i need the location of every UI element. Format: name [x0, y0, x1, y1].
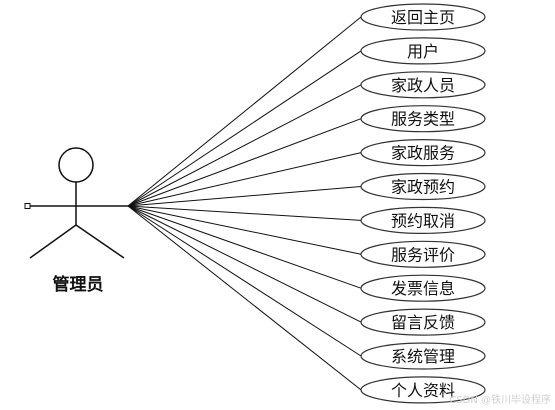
- association-line: [127, 205, 362, 255]
- use-case-list: 返回主页用户家政人员服务类型家政服务家政预约预约取消服务评价发票信息留言反馈系统…: [360, 3, 486, 404]
- use-case-ellipse: [360, 71, 486, 99]
- actor-admin: 管理员: [24, 147, 128, 295]
- use-case-ellipse: [360, 37, 486, 65]
- association-line: [127, 205, 362, 357]
- use-case-ellipse: [360, 376, 486, 404]
- use-case-ellipse: [360, 139, 486, 167]
- use-case-label: 返回主页: [391, 8, 455, 27]
- use-case-label: 服务评价: [391, 245, 455, 264]
- use-case-node: 返回主页: [360, 3, 486, 31]
- use-case-node: 用户: [360, 37, 486, 65]
- use-case-node: 家政人员: [360, 71, 486, 99]
- use-case-node: 发票信息: [360, 274, 486, 302]
- association-line: [127, 186, 362, 207]
- use-case-ellipse: [360, 240, 486, 268]
- association-line: [127, 118, 362, 207]
- association-line: [127, 205, 362, 289]
- use-case-label: 服务类型: [391, 110, 455, 129]
- actor-label: 管理员: [53, 274, 104, 295]
- association-line: [127, 152, 362, 207]
- association-line: [127, 205, 362, 221]
- association-line: [127, 16, 362, 207]
- use-case-label: 家政预约: [391, 178, 455, 197]
- use-case-node: 系统管理: [360, 342, 486, 370]
- use-case-ellipse: [360, 342, 486, 370]
- use-case-ellipse: [360, 105, 486, 133]
- watermark-text: CSDN @铁川毕设程序: [449, 393, 551, 406]
- actor-connector-handle: [24, 203, 31, 209]
- use-case-label: 系统管理: [391, 347, 455, 366]
- use-case-label: 预约取消: [391, 211, 455, 230]
- use-case-ellipse: [360, 206, 486, 234]
- use-case-node: 预约取消: [360, 206, 486, 234]
- use-case-ellipse: [360, 172, 486, 201]
- use-case-ellipse: [360, 274, 486, 302]
- association-line: [127, 84, 362, 207]
- use-case-node: 个人资料: [360, 376, 486, 404]
- use-case-ellipse: [360, 308, 486, 336]
- use-case-node: 留言反馈: [360, 308, 486, 336]
- actor-head: [58, 147, 94, 183]
- use-case-label: 家政人员: [391, 76, 455, 95]
- actor-left-leg: [29, 224, 77, 259]
- use-case-node: 服务类型: [360, 105, 486, 133]
- association-line: [127, 205, 362, 391]
- association-line: [127, 50, 362, 207]
- use-case-ellipse: [360, 3, 486, 31]
- association-line: [127, 205, 362, 323]
- use-case-label: 用户: [407, 42, 439, 61]
- use-case-node: 家政服务: [360, 139, 486, 167]
- use-case-node: 服务评价: [360, 240, 486, 268]
- use-case-label: 家政服务: [391, 144, 455, 163]
- use-case-label: 留言反馈: [391, 313, 455, 332]
- use-case-node: 家政预约: [360, 172, 486, 201]
- association-lines: [127, 16, 362, 391]
- use-case-label: 个人资料: [391, 381, 455, 400]
- actor-right-leg: [75, 224, 125, 259]
- use-case-label: 发票信息: [391, 279, 455, 298]
